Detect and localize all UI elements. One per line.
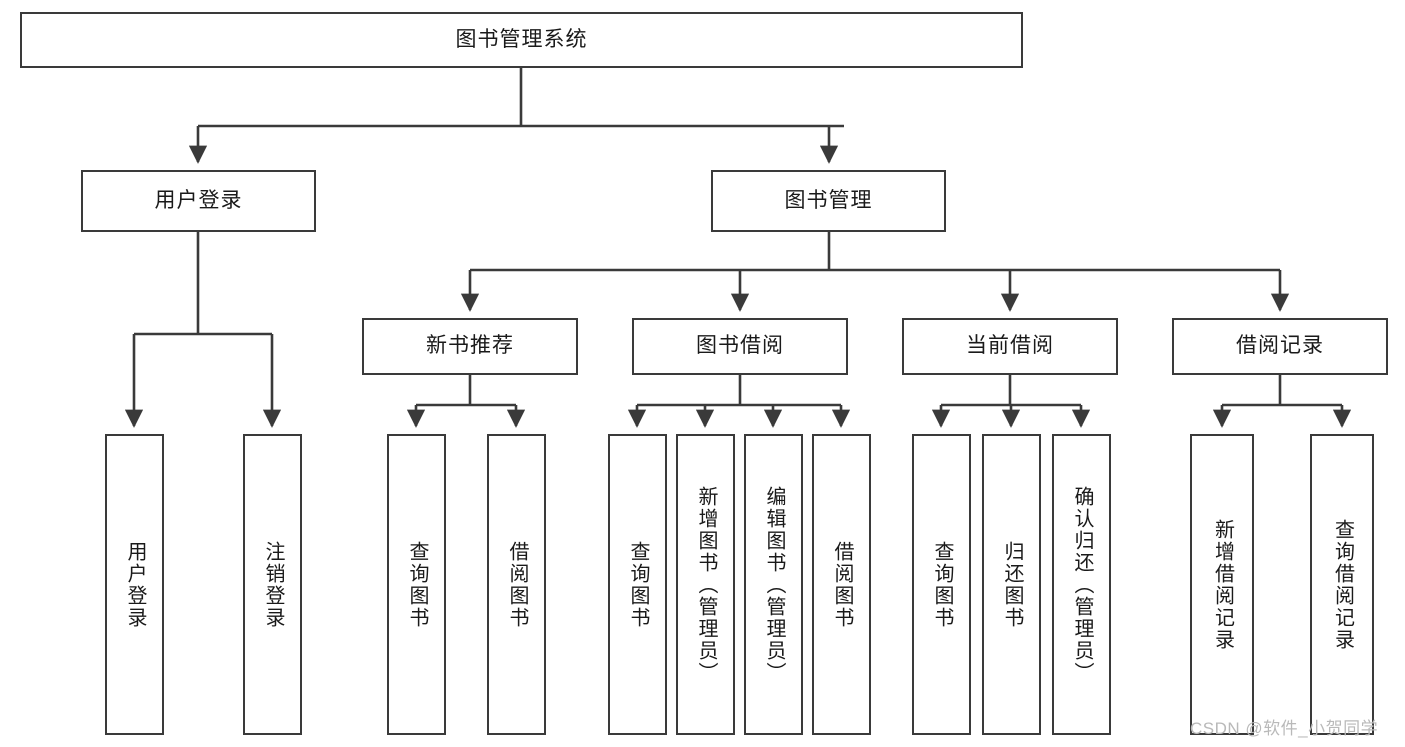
leaf-add-record-label: 新增借阅记录	[1211, 518, 1234, 651]
node-root[interactable]: 图书管理系统	[20, 12, 1023, 68]
node-book-borrow[interactable]: 图书借阅	[632, 318, 848, 375]
leaf-confirm-return[interactable]: 确认归还（管理员）	[1052, 434, 1111, 735]
leaf-edit-book-label: 编辑图书（管理员）	[763, 485, 785, 684]
leaf-edit-book[interactable]: 编辑图书（管理员）	[744, 434, 803, 735]
leaf-user-login[interactable]: 用户登录	[105, 434, 164, 735]
leaf-return-book[interactable]: 归还图书	[982, 434, 1041, 735]
node-borrow-record-label: 借阅记录	[1236, 334, 1324, 358]
leaf-borrow-book[interactable]: 借阅图书	[812, 434, 871, 735]
leaf-borrow-book-label: 借阅图书	[831, 540, 853, 629]
leaf-query-book-borrow-label: 查询图书	[627, 540, 649, 629]
leaf-borrow-book-rec-label: 借阅图书	[506, 540, 528, 629]
node-root-label: 图书管理系统	[455, 27, 588, 51]
node-new-book-recommend[interactable]: 新书推荐	[362, 318, 578, 375]
node-book-manage-label: 图书管理	[784, 188, 873, 212]
leaf-query-book-cur[interactable]: 查询图书	[912, 434, 971, 735]
node-current-borrow-label: 当前借阅	[966, 334, 1054, 358]
leaf-query-book-borrow[interactable]: 查询图书	[608, 434, 667, 735]
leaf-logout[interactable]: 注销登录	[243, 434, 302, 735]
node-user-login[interactable]: 用户登录	[81, 170, 316, 232]
leaf-query-book-rec-label: 查询图书	[406, 540, 428, 629]
node-current-borrow[interactable]: 当前借阅	[902, 318, 1118, 375]
leaf-user-login-label: 用户登录	[124, 540, 146, 629]
leaf-query-book-rec[interactable]: 查询图书	[387, 434, 446, 735]
leaf-query-record-label: 查询借阅记录	[1331, 518, 1354, 651]
node-new-book-recommend-label: 新书推荐	[426, 334, 514, 358]
node-book-manage[interactable]: 图书管理	[711, 170, 946, 232]
leaf-borrow-book-rec[interactable]: 借阅图书	[487, 434, 546, 735]
leaf-query-record[interactable]: 查询借阅记录	[1310, 434, 1374, 735]
node-borrow-record[interactable]: 借阅记录	[1172, 318, 1388, 375]
leaf-query-book-cur-label: 查询图书	[931, 540, 953, 629]
watermark-text: CSDN @软件_小贺同学	[1190, 719, 1379, 738]
node-user-login-label: 用户登录	[154, 188, 243, 212]
leaf-logout-label: 注销登录	[262, 540, 284, 629]
node-book-borrow-label: 图书借阅	[696, 334, 784, 358]
leaf-confirm-return-label: 确认归还（管理员）	[1071, 485, 1093, 684]
leaf-add-record[interactable]: 新增借阅记录	[1190, 434, 1254, 735]
leaf-add-book-label: 新增图书（管理员）	[695, 485, 717, 684]
leaf-return-book-label: 归还图书	[1001, 540, 1023, 629]
leaf-add-book[interactable]: 新增图书（管理员）	[676, 434, 735, 735]
